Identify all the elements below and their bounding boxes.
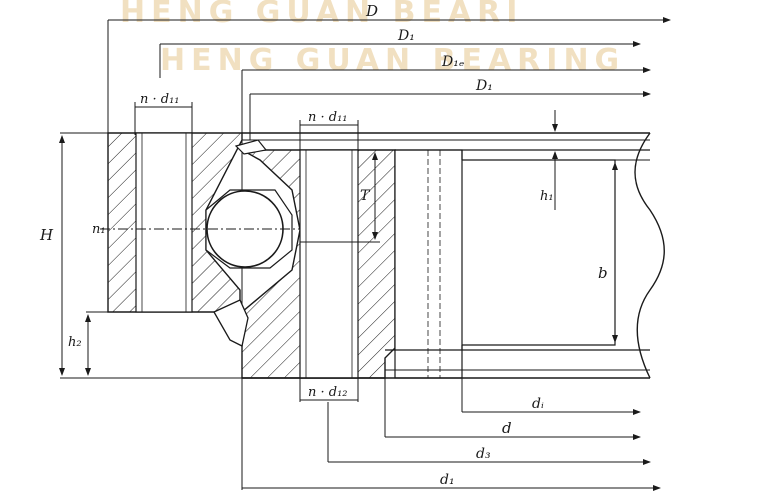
left-dimensions: H h₂ n₁ — [39, 132, 242, 379]
dim-D-label: D — [365, 2, 378, 20]
dim-D1-label: D₁ — [475, 78, 493, 94]
dim-n1-label: n₁ — [92, 222, 106, 237]
dim-T: T — [358, 149, 380, 243]
dim-n-d11-label: n · d₁₁ — [140, 92, 180, 107]
watermark-line-2: HENG GUAN BEARING — [160, 43, 625, 78]
gear-body — [242, 132, 665, 379]
dim-b: b — [598, 162, 618, 343]
bottom-dimensions: n · d₁₂ dᵢ d d₃ d₁ — [242, 350, 661, 491]
dim-di-label: dᵢ — [532, 396, 544, 412]
lower-seal — [213, 299, 249, 347]
hole-callout-inner-top: n · d₁₁ — [299, 110, 359, 155]
hole-callout-outer-top: n · d₁₁ — [134, 92, 193, 135]
dim-D1-top-label: D₁ — [397, 28, 415, 44]
dim-b-label: b — [598, 264, 608, 282]
dim-n-d12-top-label: n · d₁₁ — [308, 110, 348, 125]
dim-T-label: T — [360, 188, 371, 204]
dim-Dm-label: D₁ₑ — [441, 54, 464, 70]
dim-d1-label: d₁ — [440, 472, 455, 488]
dim-h2-label: h₂ — [68, 335, 82, 350]
upper-seal — [234, 139, 268, 155]
watermark-line-1: HENG GUAN BEARI — [120, 0, 523, 30]
dim-d-label: d — [502, 419, 512, 437]
dim-d3-label: d₃ — [476, 446, 491, 462]
dim-n-d12-bottom-label: n · d₁₂ — [308, 385, 348, 400]
dim-h1: h₁ — [540, 110, 558, 210]
dim-H-label: H — [39, 226, 54, 244]
dim-h1-label: h₁ — [540, 189, 554, 204]
